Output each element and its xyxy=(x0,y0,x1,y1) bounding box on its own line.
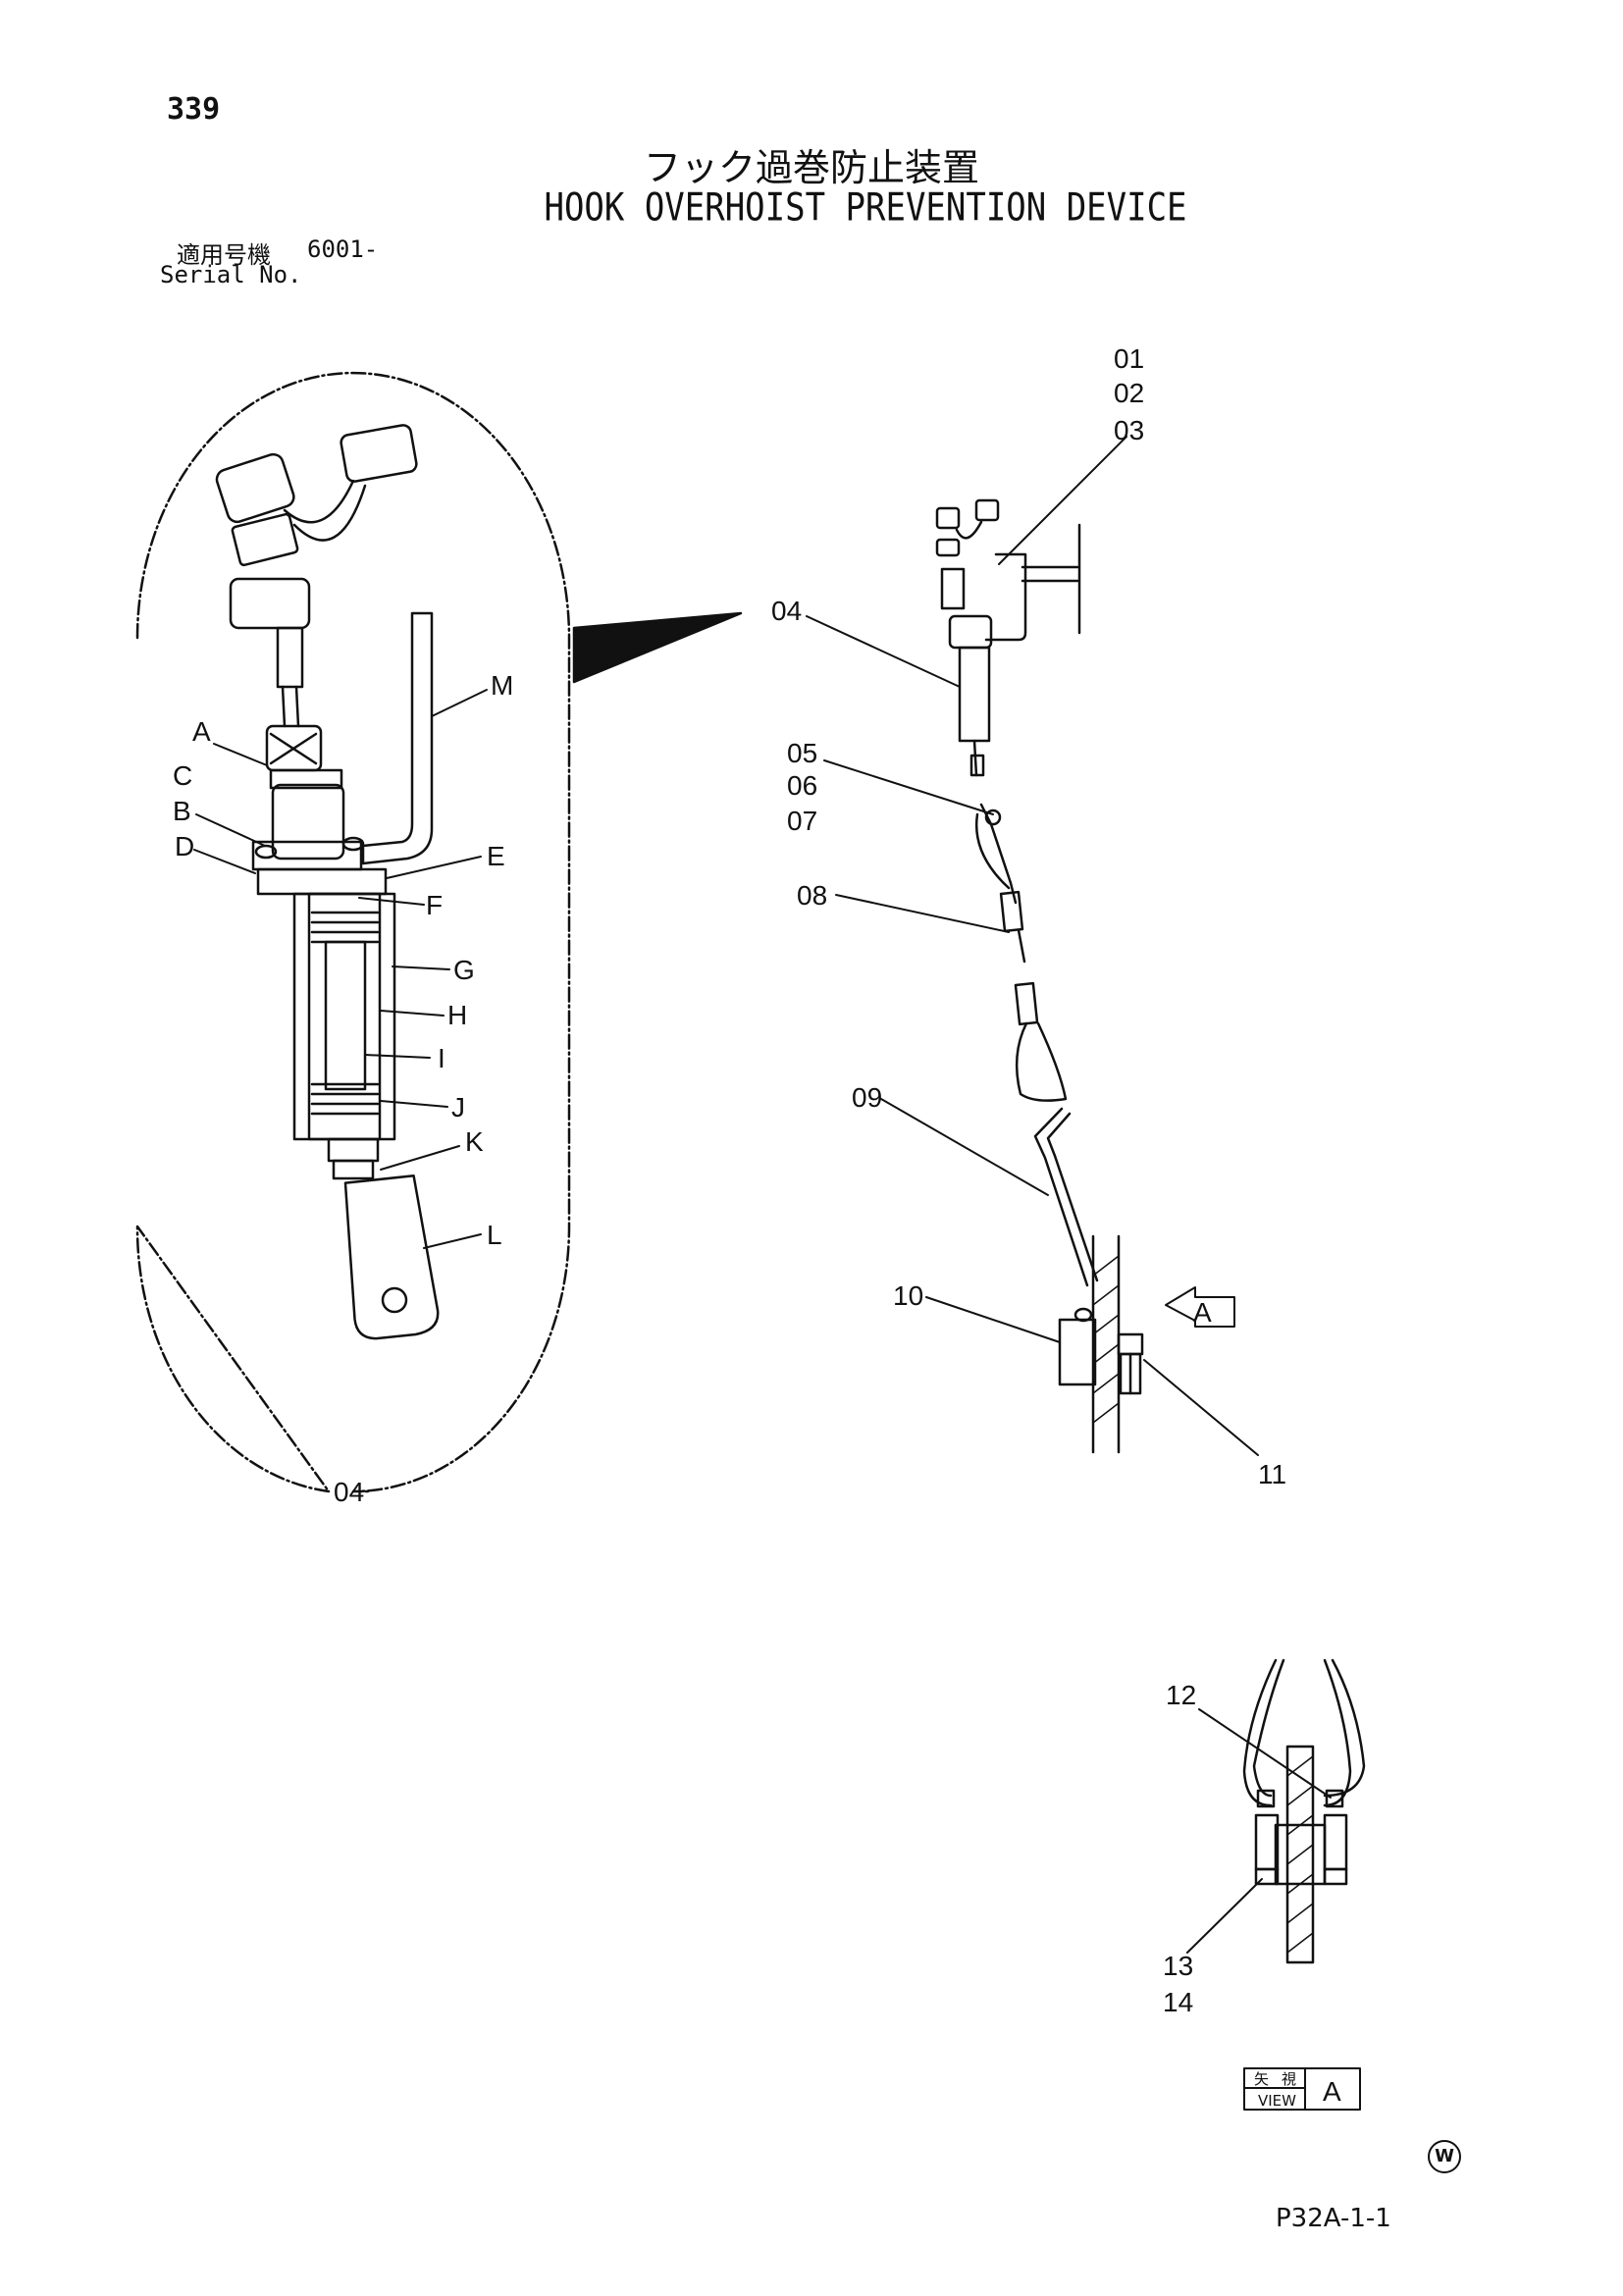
callout-13: 13 xyxy=(1163,1951,1193,1981)
callout-12: 12 xyxy=(1166,1680,1196,1710)
callout-e: E xyxy=(487,841,505,871)
callout-09: 09 xyxy=(852,1082,882,1113)
callout-03: 03 xyxy=(1114,415,1144,445)
view-leader-lines xyxy=(1186,1708,1332,1954)
callout-m: M xyxy=(491,670,513,701)
callout-l: L xyxy=(487,1220,502,1250)
sensor-detail-drawing xyxy=(215,424,440,1340)
view-box-en: VIEW xyxy=(1258,2092,1296,2110)
callout-04: 04 xyxy=(771,596,802,626)
callout-11: 11 xyxy=(1258,1459,1286,1489)
view-arrow-letter: A xyxy=(1193,1297,1212,1328)
callout-f: F xyxy=(426,890,443,920)
callout-j: J xyxy=(451,1092,465,1122)
view-a-drawing xyxy=(1242,1658,1366,1964)
callout-d: D xyxy=(175,831,194,861)
view-a-label-box xyxy=(1243,2067,1361,2111)
page-title-japanese: フック過巻防止装置 xyxy=(643,146,979,189)
view-box-jp-right: 視 xyxy=(1282,2070,1296,2088)
detail-leader-lines xyxy=(193,689,488,1249)
corner-mark: W xyxy=(1428,2140,1461,2173)
callout-k: K xyxy=(465,1126,484,1157)
detail-callouts: A C B D E F G H I J K L M 04 xyxy=(173,670,513,1507)
view-callouts: 12 13 14 xyxy=(1163,1680,1196,2017)
callout-g: G xyxy=(453,955,475,985)
callout-14: 14 xyxy=(1163,1987,1193,2017)
view-box-jp-left: 矢 xyxy=(1254,2070,1269,2088)
serial-number-value: 6001- xyxy=(307,235,379,263)
page-title-english: HOOK OVERHOIST PREVENTION DEVICE xyxy=(544,185,1187,231)
page-number: 339 xyxy=(167,92,221,127)
callout-08: 08 xyxy=(797,880,827,911)
detail-pointer xyxy=(572,611,743,684)
callout-a: A xyxy=(192,716,211,747)
callout-b: B xyxy=(173,796,191,826)
callout-h: H xyxy=(447,1000,467,1030)
detail-capsule-frame xyxy=(135,371,571,1493)
callout-06: 06 xyxy=(787,770,817,801)
view-box-letter: A xyxy=(1323,2076,1341,2107)
callout-i: I xyxy=(438,1043,445,1073)
assembly-leader-lines xyxy=(806,436,1259,1456)
callout-10: 10 xyxy=(893,1280,923,1311)
document-code: P32A-1-1 xyxy=(1276,2204,1391,2233)
detail-frame-label: 04 xyxy=(334,1477,364,1507)
callout-02: 02 xyxy=(1114,378,1144,408)
callout-01: 01 xyxy=(1114,343,1144,374)
serial-label-japanese: 適用号機 xyxy=(177,241,271,269)
assembly-callouts: 01 02 03 04 05 06 07 08 09 10 11 A xyxy=(771,343,1286,1489)
callout-05: 05 xyxy=(787,738,817,768)
callout-07: 07 xyxy=(787,806,817,836)
assembly-drawing xyxy=(935,498,1235,1454)
view-box-text: 矢 視 VIEW A xyxy=(1254,2070,1341,2110)
callout-c: C xyxy=(173,760,192,791)
serial-label-english: Serial No. xyxy=(160,261,302,288)
